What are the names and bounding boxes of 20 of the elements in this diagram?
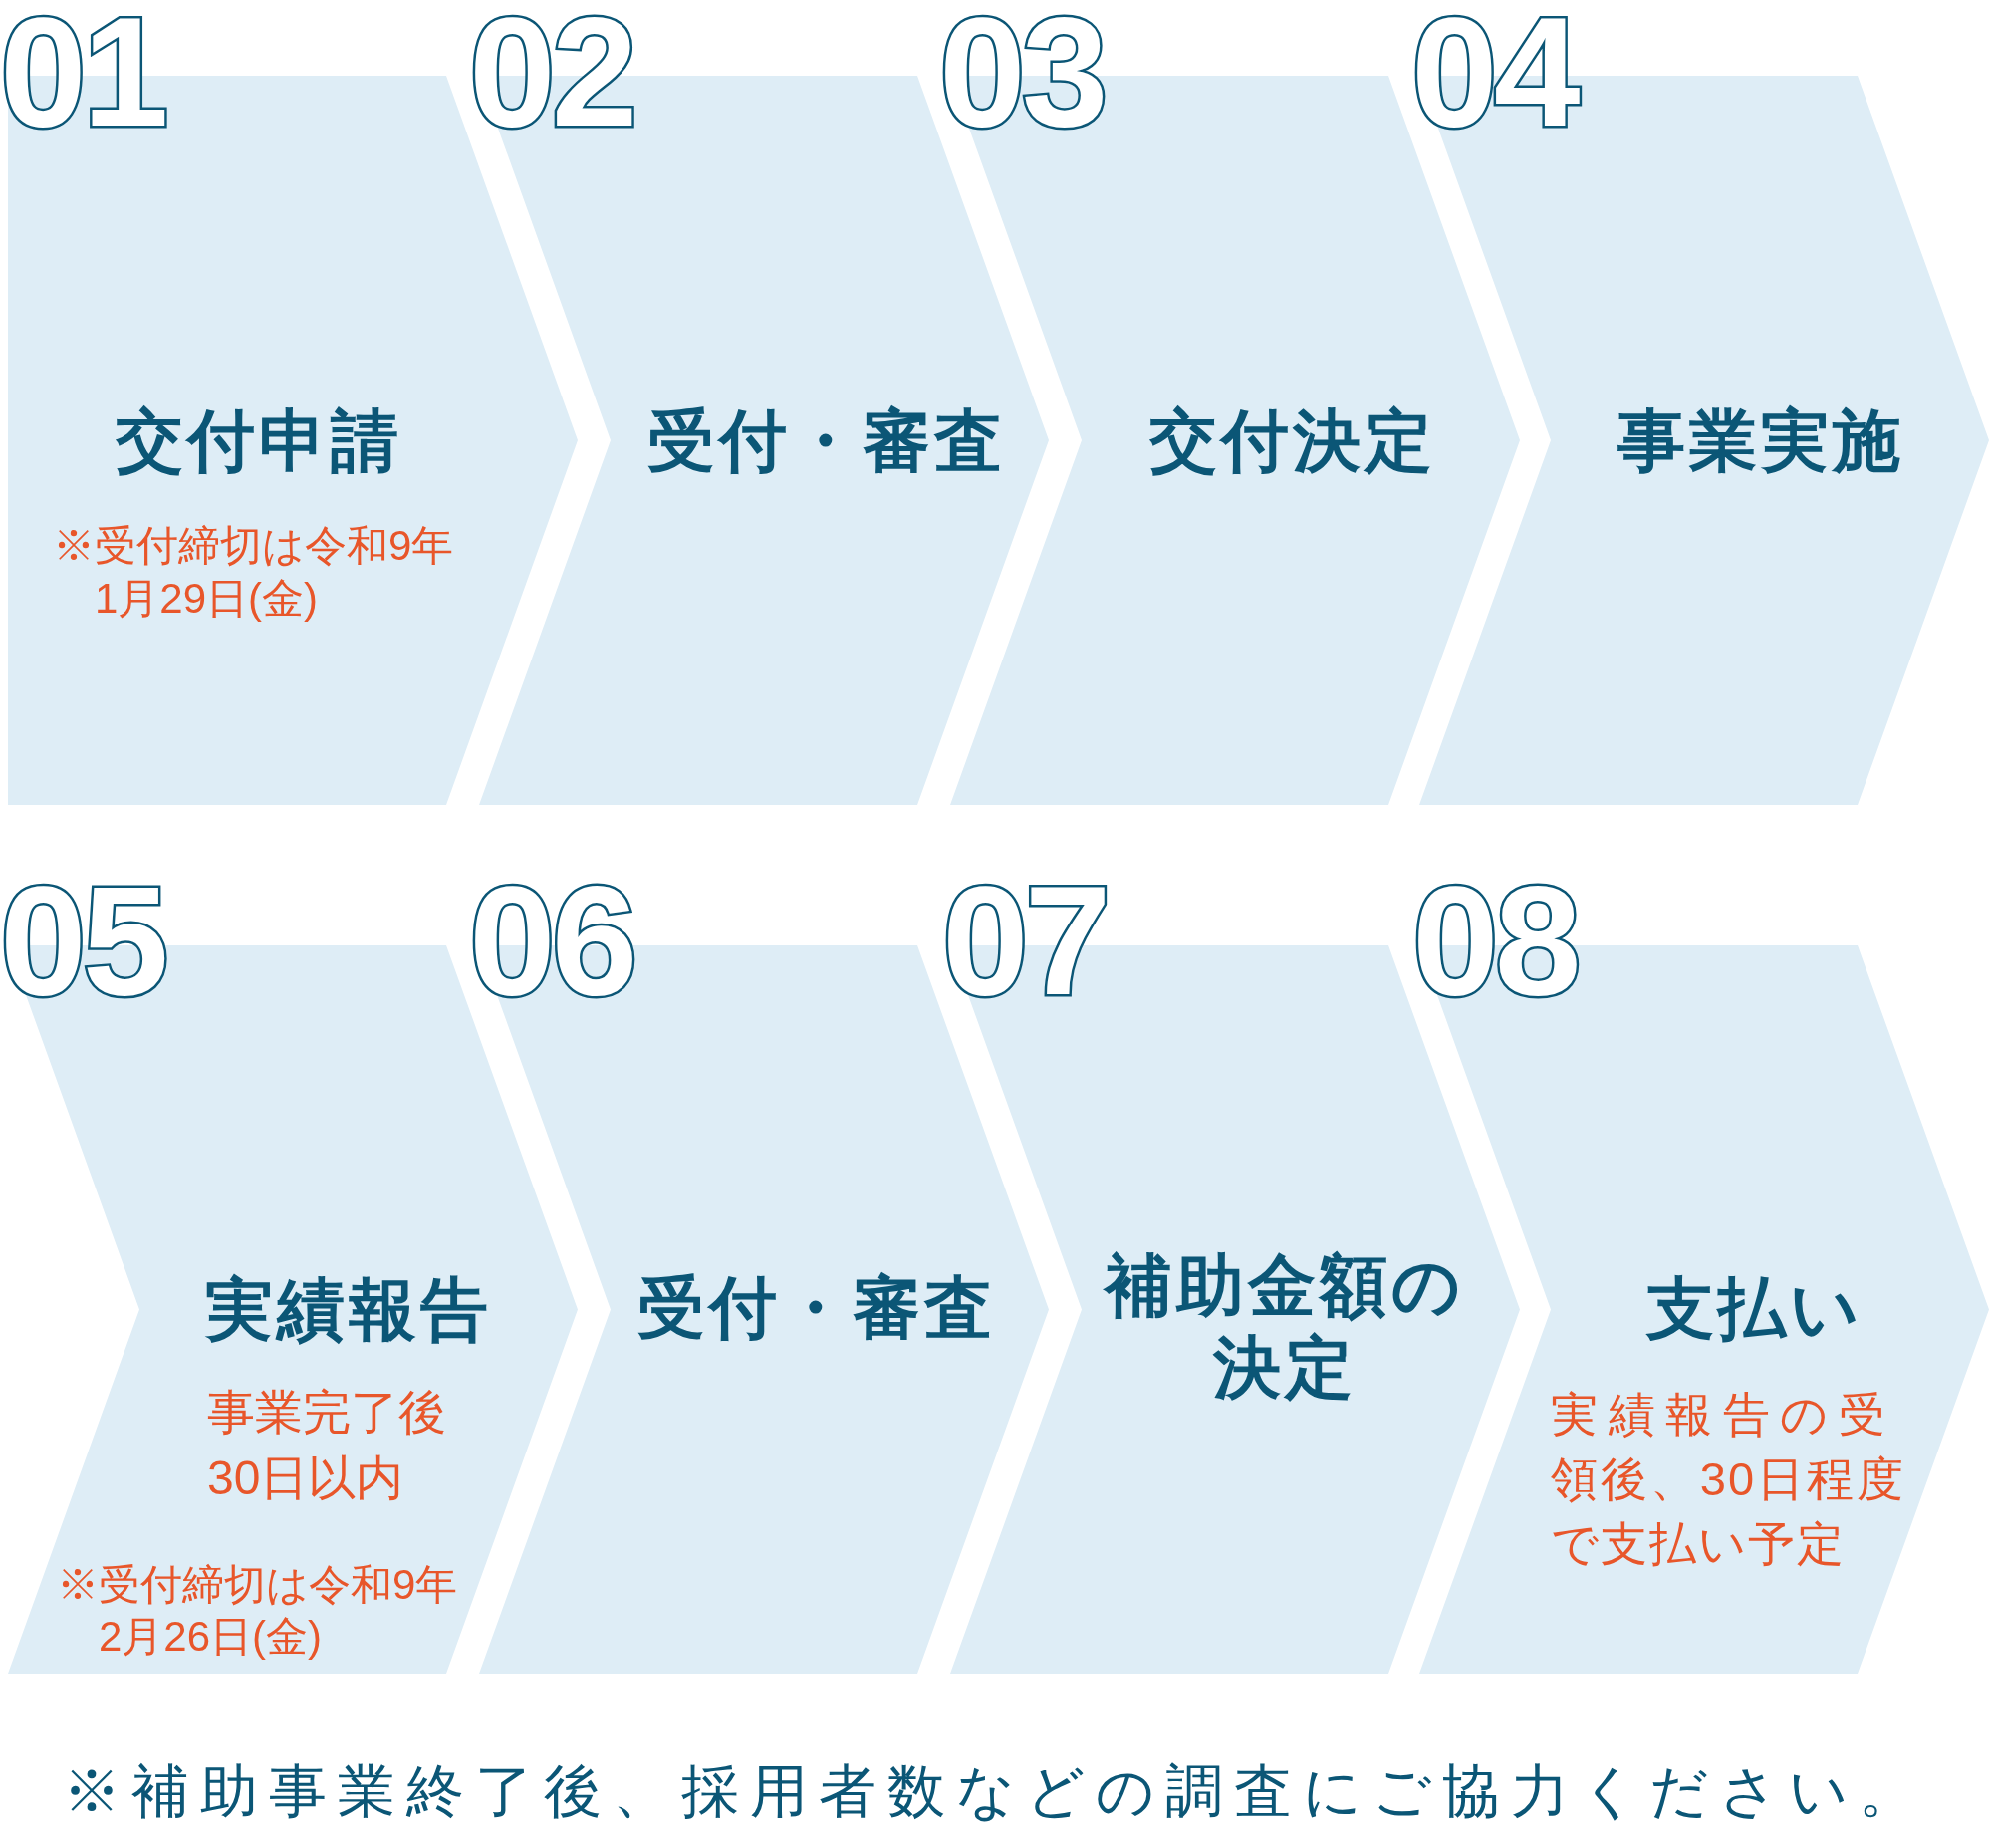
step-number: 03 bbox=[939, 10, 1105, 134]
step-note: ※受付締切は令和9年1月29日(金) bbox=[53, 521, 455, 624]
step-title: 支払い bbox=[1644, 1269, 1865, 1348]
step-title: 交付決定 bbox=[1148, 401, 1437, 480]
step-number: 05 bbox=[0, 879, 165, 1003]
step-number: 08 bbox=[1412, 879, 1578, 1003]
step-title: 受付・審査 bbox=[636, 1268, 997, 1347]
step-title: 実績報告 bbox=[205, 1270, 493, 1349]
step-number: 01 bbox=[0, 10, 165, 134]
step-note: 実績報告の受領後、30日程度で支払い予定 bbox=[1551, 1387, 1905, 1572]
step-number: 07 bbox=[942, 879, 1108, 1003]
footnote-text: ※補助事業終了後、採用者数などの調査にご協力ください。 bbox=[62, 1757, 1928, 1825]
step-title: 交付申請 bbox=[115, 401, 403, 480]
step-note: 事業完了後30日以内 bbox=[207, 1385, 447, 1506]
step-title: 事業実施 bbox=[1617, 401, 1905, 480]
step-note: ※受付締切は令和9年2月26日(金) bbox=[57, 1560, 459, 1662]
step-title: 受付・審査 bbox=[646, 401, 1007, 480]
step-number: 02 bbox=[469, 10, 634, 134]
step-number: 06 bbox=[469, 879, 634, 1003]
step-title: 補助金額の決定 bbox=[1102, 1246, 1466, 1407]
